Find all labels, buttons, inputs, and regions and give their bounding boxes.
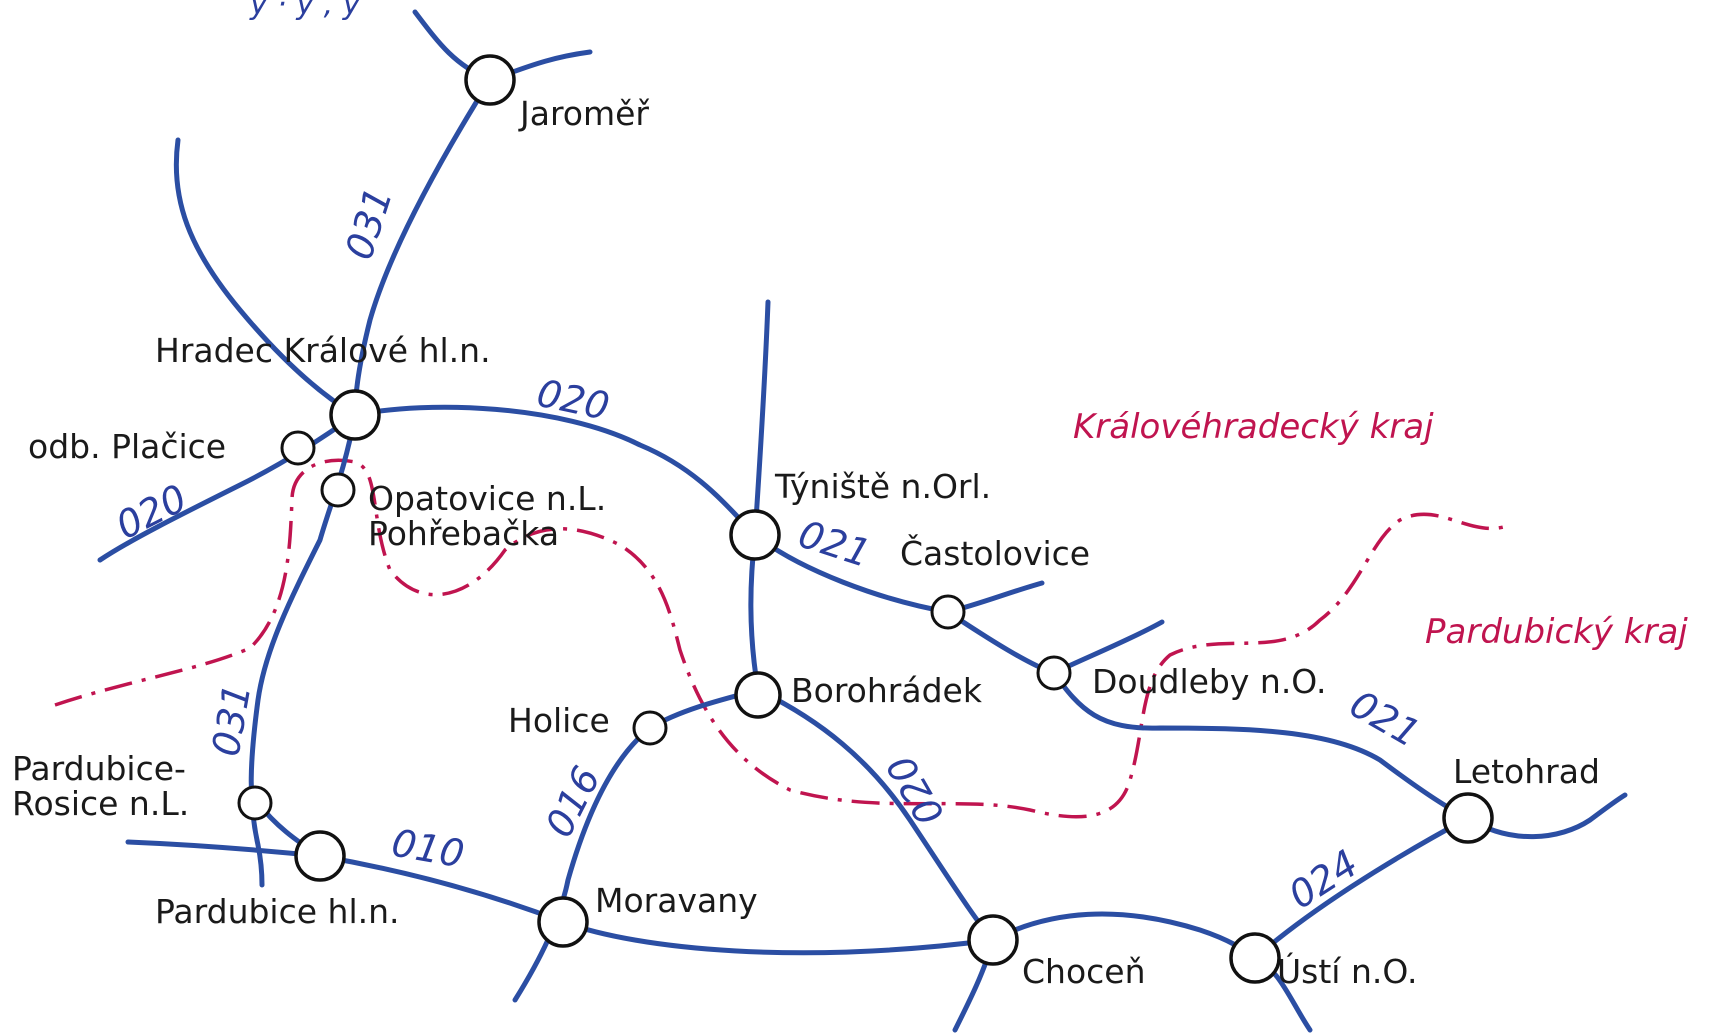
station-holice-marker xyxy=(632,710,668,746)
line-number-021-letohrad: 021 xyxy=(1343,682,1428,756)
station-labels: Jaroměř Hradec Králové hl.n. odb. Plačic… xyxy=(12,94,1600,991)
rail-segment xyxy=(125,839,323,859)
station-label-moravany: Moravany xyxy=(595,881,758,920)
line-number-031-north: 031 xyxy=(337,182,401,265)
region-label-pardubicky: Pardubický kraj xyxy=(1425,612,1688,652)
station-label-pardubice-rosice-2: Rosice n.L. xyxy=(12,784,189,823)
region-labels: Královéhradecký kraj Pardubický kraj xyxy=(1073,407,1688,652)
rail-segment xyxy=(560,919,996,956)
station-odb-placice-marker xyxy=(280,430,316,466)
region-border xyxy=(54,458,1511,819)
station-usti-marker xyxy=(1229,932,1281,984)
station-letohrad-marker xyxy=(1442,792,1494,844)
rail-segment xyxy=(752,532,1045,615)
rail-segment xyxy=(1051,670,1471,821)
station-doudleby-marker xyxy=(1036,655,1072,691)
rail-segment xyxy=(97,412,358,563)
station-label-letohrad: Letohrad xyxy=(1453,752,1600,791)
station-pardubice-rosice-marker xyxy=(237,785,273,821)
rail-segment xyxy=(755,687,996,943)
station-label-pohrebacka: Pohřebačka xyxy=(368,514,559,553)
station-label-odb-placice: odb. Plačice xyxy=(28,427,226,466)
stations xyxy=(237,54,1494,984)
rail-segment xyxy=(1252,815,1471,961)
station-label-doudleby: Doudleby n.O. xyxy=(1092,662,1326,701)
line-number-020-chocen: 020 xyxy=(878,748,952,833)
station-label-borohradek: Borohrádek xyxy=(791,671,983,710)
region-label-kralovehradecky: Královéhradecký kraj xyxy=(1073,407,1434,447)
region-border-line xyxy=(54,458,1511,819)
station-label-castolovice: Častolovice xyxy=(900,533,1090,573)
station-tyniste-marker xyxy=(729,509,781,561)
station-label-opatovice: Opatovice n.L. xyxy=(368,479,606,518)
line-number-010: 010 xyxy=(388,821,467,877)
rail-segment xyxy=(752,299,771,538)
station-label-tyniste: Týniště n.Orl. xyxy=(774,467,991,506)
station-castolovice-marker xyxy=(930,594,966,630)
rail-segment xyxy=(352,404,758,538)
rail-segment xyxy=(1465,792,1628,840)
line-number-020-west: 020 xyxy=(109,476,194,548)
station-label-holice: Holice xyxy=(508,701,610,740)
station-label-chocen: Choceň xyxy=(1022,952,1146,991)
station-label-pardubice-hl: Pardubice hl.n. xyxy=(155,892,400,931)
station-pardubice-hl-marker xyxy=(294,830,346,882)
station-label-hradec-kralove: Hradec Králové hl.n. xyxy=(155,331,491,370)
station-jaromer-marker xyxy=(464,54,516,106)
rail-segment xyxy=(173,137,358,418)
station-opatovice-marker xyxy=(320,472,356,508)
station-label-usti: Ústí n.O. xyxy=(1277,951,1417,991)
station-label-pardubice-rosice-1: Pardubice- xyxy=(12,749,186,788)
rail-segment xyxy=(352,77,493,418)
line-number-020-east: 020 xyxy=(533,371,613,429)
station-borohradek-marker xyxy=(734,671,782,719)
station-moravany-marker xyxy=(537,896,589,948)
station-chocen-marker xyxy=(967,914,1019,966)
header-fragment: y · y , y xyxy=(249,0,362,22)
rail-segment xyxy=(317,853,566,925)
station-hradec-kralove-marker xyxy=(329,389,381,441)
station-label-jaromer: Jaroměř xyxy=(518,94,649,133)
